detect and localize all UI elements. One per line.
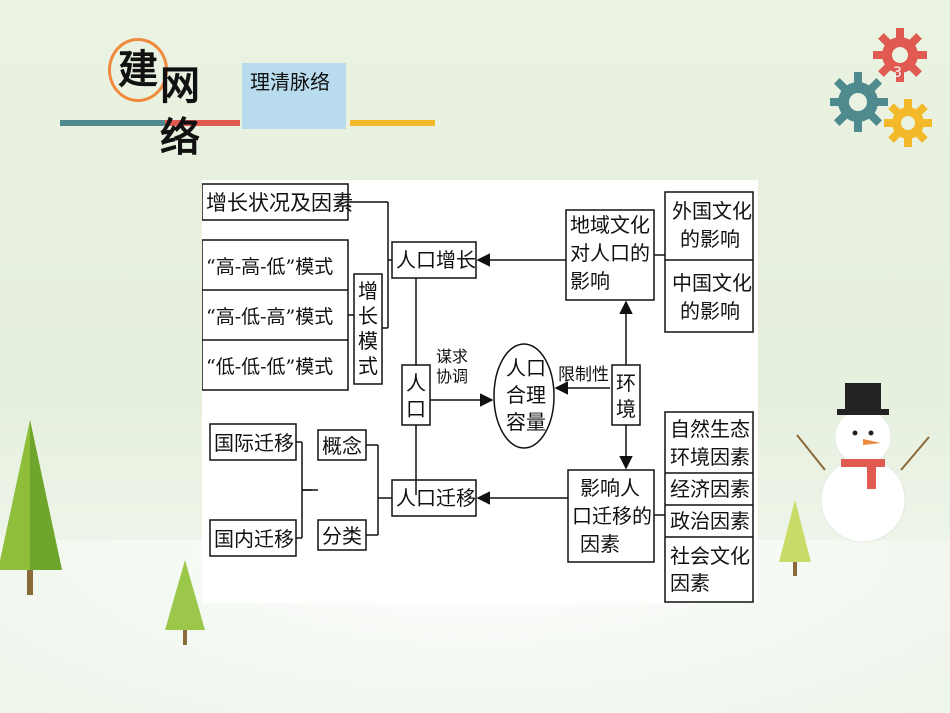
svg-text:人: 人 [406,371,426,395]
mode-high-low-high: “高-低-高”模式 [206,306,333,328]
svg-text:地域文化: 地域文化 [570,213,650,237]
svg-text:容量: 容量 [506,410,546,434]
classification-label: 分类 [322,524,362,548]
factor-economic: 经济因素 [670,477,750,501]
regional-culture-label: 地域文化 对人口的 影响 [570,213,650,293]
svg-text:口迁移的: 口迁移的 [572,504,652,528]
svg-text:因素: 因素 [670,571,710,595]
svg-text:的影响: 的影响 [680,299,740,323]
migration-factors-label: 影响人 口迁移的 因素 [572,476,652,556]
concept-diagram: 增长状况及因素 “高-高-低”模式 “高-低-高”模式 “低-低-低”模式 增 … [201,180,758,603]
mode-low-low-low: “低-低-低”模式 [206,356,333,378]
svg-text:环: 环 [616,371,636,395]
tree-icon [779,500,811,576]
factor-political: 政治因素 [670,509,750,533]
svg-text:外国文化: 外国文化 [672,199,752,223]
capacity-label: 人口 合理 容量 [506,356,546,434]
foreign-culture-label: 外国文化 的影响 [672,199,752,251]
subtitle-box: 理清脉络 [242,63,346,129]
factor-natural: 自然生态 环境因素 [670,417,750,469]
svg-text:合理: 合理 [506,383,546,407]
title-bar-yellow [350,120,435,126]
svg-text:因素: 因素 [580,532,620,556]
svg-text:协调: 协调 [436,367,468,386]
svg-text:口: 口 [406,397,426,421]
international-migration-label: 国际迁移 [214,431,294,455]
chinese-culture-label: 中国文化 的影响 [672,271,752,323]
concept-label: 概念 [322,434,362,458]
svg-text:社会文化: 社会文化 [670,544,750,568]
growth-mode-label: 增 长 模 式 [358,279,378,378]
svg-text:增: 增 [358,279,378,303]
svg-text:的影响: 的影响 [680,227,740,251]
svg-text:谋求: 谋求 [436,347,468,366]
svg-text:环境因素: 环境因素 [670,445,750,469]
growth-status-factors: 增长状况及因素 [206,191,353,215]
title-char-3: 络 [160,115,200,161]
svg-text:人口: 人口 [506,356,546,380]
page-number: 3 [893,65,902,81]
diagram-svg: 增长状况及因素 “高-高-低”模式 “高-低-高”模式 “低-低-低”模式 增 … [201,183,754,603]
title-char-2: 网 [160,63,200,109]
population-growth-label: 人口增长 [396,248,476,272]
svg-text:影响: 影响 [570,269,610,293]
title-bar-teal [60,120,165,126]
factor-social-culture: 社会文化 因素 [670,544,750,595]
mode-high-high-low: “高-高-低”模式 [206,256,333,278]
domestic-migration-label: 国内迁移 [214,527,294,551]
svg-text:模: 模 [358,329,378,353]
tree-icon [165,560,205,645]
svg-text:式: 式 [358,354,378,378]
seek-coordination-label: 谋求 协调 [436,347,468,386]
svg-text:长: 长 [358,304,378,328]
environment-label: 环 境 [616,371,636,421]
title-char-1: 建 [118,47,158,93]
svg-text:境: 境 [616,397,636,421]
title-circle [108,38,168,102]
section-title: 建 网 络 理清脉络 [60,38,440,168]
title-bar-red [165,120,240,126]
restriction-label: 限制性 [558,365,609,385]
svg-text:对人口的: 对人口的 [570,241,650,265]
svg-text:自然生态: 自然生态 [670,417,750,441]
snowman-icon [796,383,930,543]
gears-icon [830,28,932,147]
population-migration-label: 人口迁移 [396,486,476,510]
tree-icon [0,420,62,595]
population-label: 人 口 [406,371,426,421]
svg-text:中国文化: 中国文化 [672,271,752,295]
svg-text:影响人: 影响人 [580,476,640,500]
